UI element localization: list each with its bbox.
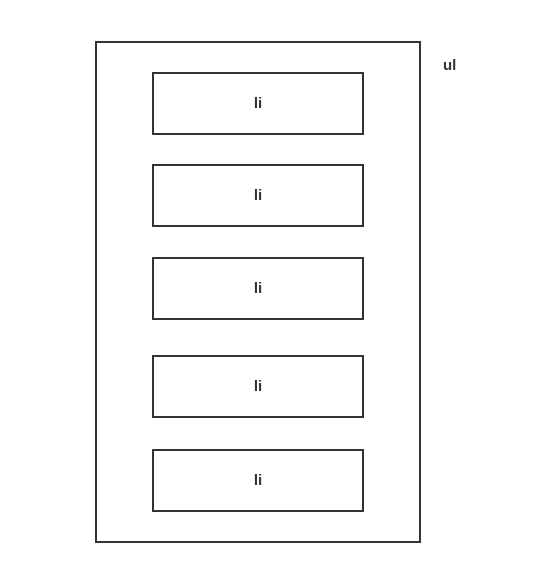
list-item-label: li bbox=[253, 378, 263, 395]
list-item-label: li bbox=[253, 472, 263, 489]
list-item-label: li bbox=[253, 187, 263, 204]
list-item-box-4: li bbox=[152, 355, 364, 418]
list-item-box-1: li bbox=[152, 72, 364, 135]
list-item-box-2: li bbox=[152, 164, 364, 227]
list-item-box-3: li bbox=[152, 257, 364, 320]
list-item-label: li bbox=[253, 95, 263, 112]
ul-label: ul bbox=[443, 57, 457, 74]
list-item-box-5: li bbox=[152, 449, 364, 512]
ul-container-box bbox=[95, 41, 421, 543]
list-item-label: li bbox=[253, 280, 263, 297]
